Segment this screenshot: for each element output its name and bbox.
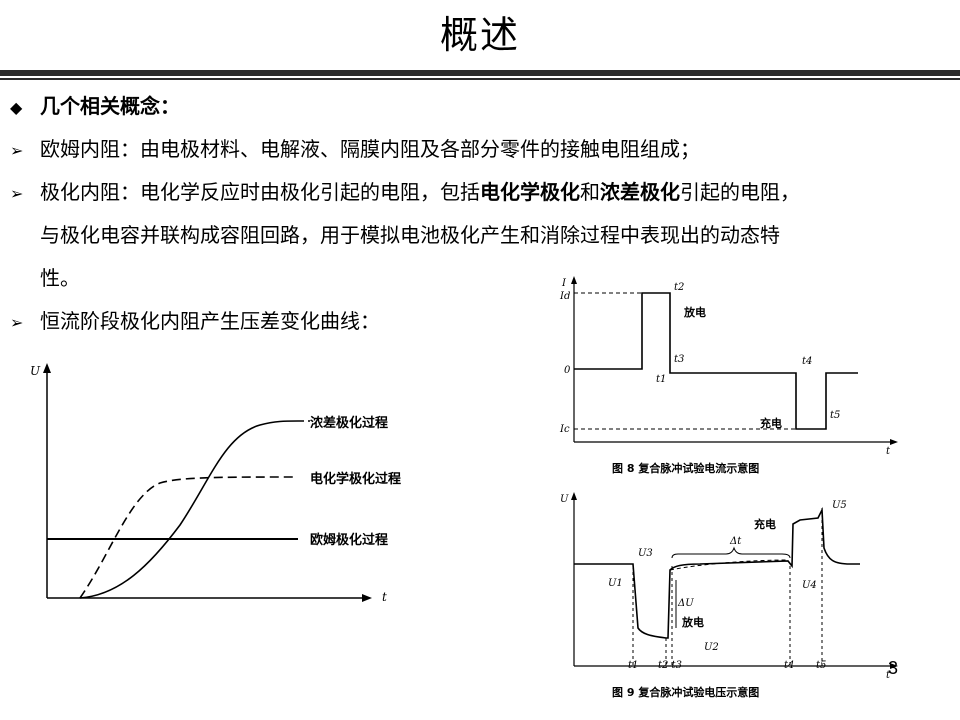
bullet-continuation: 性。 (10, 263, 80, 293)
bullet-text: 和 (580, 180, 600, 204)
y-axis-arrow (571, 492, 577, 500)
charge-label: 充电 (760, 416, 782, 430)
bullet-voltage-curve: ➢ 恒流阶段极化内阻产生压差变化曲线： (10, 306, 380, 338)
discharge-label: 放电 (683, 305, 706, 319)
t4-label: t4 (802, 356, 812, 367)
bullet-continuation: 与极化电容并联构成容阻回路，用于模拟电池极化产生和消除过程中表现出的动态特 (10, 220, 780, 250)
y-axis-arrow (571, 276, 577, 284)
discharge-label: 放电 (681, 615, 704, 629)
delta-t-label: Δt (729, 536, 742, 547)
label-concentration: 浓差极化过程 (310, 415, 388, 431)
y-axis-arrow (43, 363, 51, 373)
zero-level-label: 0 (564, 365, 571, 376)
u4-label: U4 (802, 580, 817, 591)
label-electrochemical: 电化学极化过程 (310, 471, 401, 487)
current-waveform (574, 292, 858, 430)
t2t3-label: t2 t3 (658, 660, 682, 671)
x-axis-arrow (890, 439, 898, 445)
label-ohmic: 欧姆极化过程 (310, 532, 388, 548)
t4-label: t4 (784, 660, 794, 671)
bullet-text: 引起的电阻， (680, 180, 800, 204)
figure-8-caption: 图 8 复合脉冲试验电流示意图 (612, 461, 759, 475)
t2-label: t2 (674, 282, 684, 293)
t3-label: t3 (674, 354, 684, 365)
id-level-label: Id (559, 291, 570, 302)
voltage-waveform (574, 506, 860, 639)
concentration-polarization-curve (79, 420, 299, 599)
x-axis-label: t (886, 670, 891, 681)
figure-8-current-pulse: I t Id 0 Ic t1 t2 t3 t4 t5 放电 充电 图 8 复合脉… (559, 276, 898, 475)
bullet-polarization-resistance: ➢ 极化内阻：电化学反应时由极化引起的电阻，包括电化学极化和浓差极化引起的电阻， (10, 177, 800, 209)
heading-line: ◆ 几个相关概念： (10, 91, 180, 123)
u5-label: U5 (832, 500, 847, 511)
arrow-right-icon: ➢ (10, 313, 24, 332)
term-electrochemical-polarization: 电化学极化 (480, 180, 580, 204)
page-title: 概述 (439, 13, 520, 57)
title-divider-thick (0, 70, 960, 76)
figure-9-caption: 图 9 复合脉冲试验电压示意图 (612, 685, 759, 699)
y-axis-label: U (560, 494, 569, 505)
polarization-curves-diagram: U t 浓差极化过程 电化学极化过程 欧姆极化过程 (30, 363, 401, 604)
term-concentration-polarization: 浓差极化 (600, 180, 680, 204)
arrow-right-icon: ➢ (10, 184, 24, 203)
bullet-ohmic-resistance: ➢ 欧姆内阻：由电极材料、电解液、隔膜内阻及各部分零件的接触电阻组成； (10, 134, 700, 166)
bullet-text: 极化内阻：电化学反应时由极化引起的电阻，包括 (40, 180, 480, 204)
bullet-text: 与极化电容并联构成容阻回路，用于模拟电池极化产生和消除过程中表现出的动态特 (40, 223, 780, 247)
t1-label: t1 (628, 660, 638, 671)
t5-label: t5 (816, 660, 826, 671)
bullet-text: 欧姆内阻：由电极材料、电解液、隔膜内阻及各部分零件的接触电阻组成； (40, 137, 700, 161)
diamond-icon: ◆ (10, 98, 23, 117)
charge-label: 充电 (754, 517, 776, 531)
figure-9-voltage-response: U t Δt ΔU 放电 充电 U1 U2 U3 U4 U5 t1 t2 t3 … (560, 492, 898, 699)
u1-label: U1 (608, 578, 623, 589)
u2-label: U2 (704, 642, 719, 653)
u3-label: U3 (638, 548, 653, 559)
relaxation-trend (669, 559, 789, 571)
bullet-text: 性。 (40, 266, 80, 290)
electrochemical-polarization-curve (79, 476, 296, 599)
section-heading: 几个相关概念： (40, 94, 180, 118)
ic-level-label: Ic (559, 424, 570, 435)
y-axis-label: U (30, 364, 41, 378)
bullet-text: 恒流阶段极化内阻产生压差变化曲线： (40, 309, 380, 333)
t1-label: t1 (656, 374, 666, 385)
t5-label: t5 (830, 410, 840, 421)
x-axis-arrow (890, 663, 898, 669)
x-axis-arrow (362, 594, 372, 602)
arrow-right-icon: ➢ (10, 141, 24, 160)
x-axis-label: t (382, 590, 387, 604)
title-divider-thin (0, 78, 960, 80)
delta-t-brace (671, 546, 791, 559)
x-axis-label: t (886, 446, 891, 457)
y-axis-label: I (561, 278, 567, 289)
delta-u-label: ΔU (677, 598, 694, 609)
page-number: 3 (888, 658, 899, 678)
